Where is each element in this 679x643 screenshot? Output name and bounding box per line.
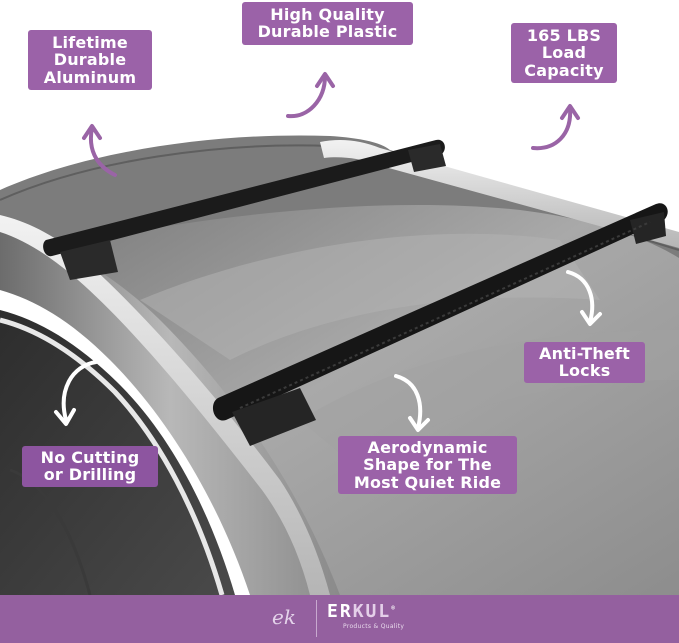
feature-label-aluminum: Lifetime Durable Aluminum — [28, 30, 152, 90]
feature-label-locks: Anti-Theft Locks — [524, 342, 645, 383]
brand-monogram: ek — [272, 605, 296, 629]
feature-label-install: No Cutting or Drilling — [22, 446, 158, 487]
arrow-install — [61, 360, 98, 422]
brand-divider — [316, 600, 317, 637]
arrow-aero — [394, 374, 423, 430]
feature-label-capacity: 165 LBS Load Capacity — [511, 23, 617, 83]
feature-label-aero: Aerodynamic Shape for The Most Quiet Rid… — [338, 436, 517, 494]
crossbar-rear — [43, 139, 446, 280]
arrow-aluminum — [89, 126, 117, 177]
crossbar-front — [212, 203, 668, 446]
feature-label-plastic: High Quality Durable Plastic — [242, 2, 413, 45]
brand-footer — [0, 595, 679, 643]
brand-tagline: Products & Quality — [343, 623, 405, 630]
car-body-side — [0, 225, 340, 595]
arrow-plastic — [286, 74, 327, 119]
arrow-locks — [566, 270, 595, 324]
arrow-capacity — [531, 106, 573, 151]
roof-rail-far — [320, 140, 679, 248]
brand-wordmark: ERKUL® — [327, 601, 397, 622]
